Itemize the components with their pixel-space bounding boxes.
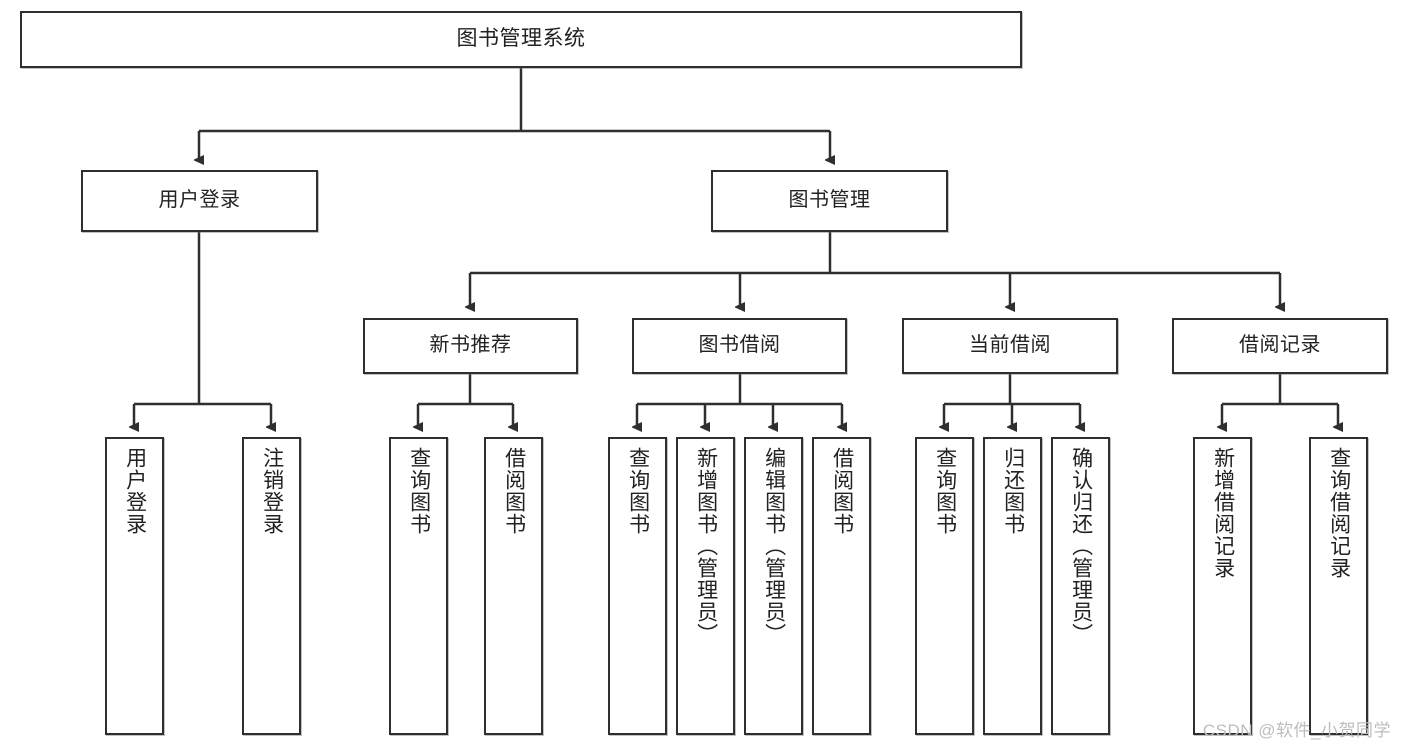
node-label: 借阅图书: [830, 447, 854, 535]
node-label: 新增借阅记录: [1211, 447, 1235, 579]
node-label: 确认归还（管理员）: [1069, 447, 1093, 645]
node-label: 当前借阅: [969, 334, 1051, 357]
node-label: 注销登录: [260, 447, 284, 535]
leaf-borrow-edit-book-admin[interactable]: 编辑图书（管理员）: [744, 437, 803, 735]
node-label: 查询图书: [933, 447, 957, 535]
node-book-borrow[interactable]: 图书借阅: [632, 318, 847, 374]
node-label: 新增图书（管理员）: [694, 447, 718, 645]
node-label: 查询图书: [407, 447, 431, 535]
node-label: 借阅图书: [502, 447, 526, 535]
leaf-recommend-borrow-book[interactable]: 借阅图书: [484, 437, 543, 735]
leaf-current-return-book[interactable]: 归还图书: [983, 437, 1042, 735]
node-root-system[interactable]: 图书管理系统: [20, 11, 1022, 68]
node-book-management[interactable]: 图书管理: [711, 170, 948, 232]
node-current-borrow[interactable]: 当前借阅: [902, 318, 1118, 374]
node-label: 编辑图书（管理员）: [762, 447, 786, 645]
leaf-current-query-book[interactable]: 查询图书: [915, 437, 974, 735]
node-label: 图书管理系统: [456, 27, 586, 51]
node-label: 查询图书: [626, 447, 650, 535]
node-user-login[interactable]: 用户登录: [81, 170, 318, 232]
node-label: 借阅记录: [1239, 334, 1321, 357]
leaf-borrow-borrow-book[interactable]: 借阅图书: [812, 437, 871, 735]
node-label: 新书推荐: [429, 334, 512, 357]
node-label: 用户登录: [123, 447, 147, 535]
node-label: 图书借阅: [698, 334, 781, 357]
watermark-text: CSDN @软件_小贺同学: [1202, 721, 1391, 740]
leaf-borrow-query-book[interactable]: 查询图书: [608, 437, 667, 735]
leaf-current-confirm-return-admin[interactable]: 确认归还（管理员）: [1051, 437, 1110, 735]
node-label: 图书管理: [788, 189, 871, 212]
node-new-book-recommend[interactable]: 新书推荐: [363, 318, 578, 374]
node-label: 归还图书: [1001, 447, 1025, 535]
leaf-user-login-login[interactable]: 用户登录: [105, 437, 164, 735]
node-label: 用户登录: [158, 189, 241, 212]
leaf-record-query-record[interactable]: 查询借阅记录: [1309, 437, 1368, 735]
leaf-recommend-query-book[interactable]: 查询图书: [389, 437, 448, 735]
leaf-borrow-add-book-admin[interactable]: 新增图书（管理员）: [676, 437, 735, 735]
leaf-user-login-logout[interactable]: 注销登录: [242, 437, 301, 735]
node-label: 查询借阅记录: [1327, 447, 1351, 579]
leaf-record-add-record[interactable]: 新增借阅记录: [1193, 437, 1252, 735]
node-borrow-record[interactable]: 借阅记录: [1172, 318, 1388, 374]
